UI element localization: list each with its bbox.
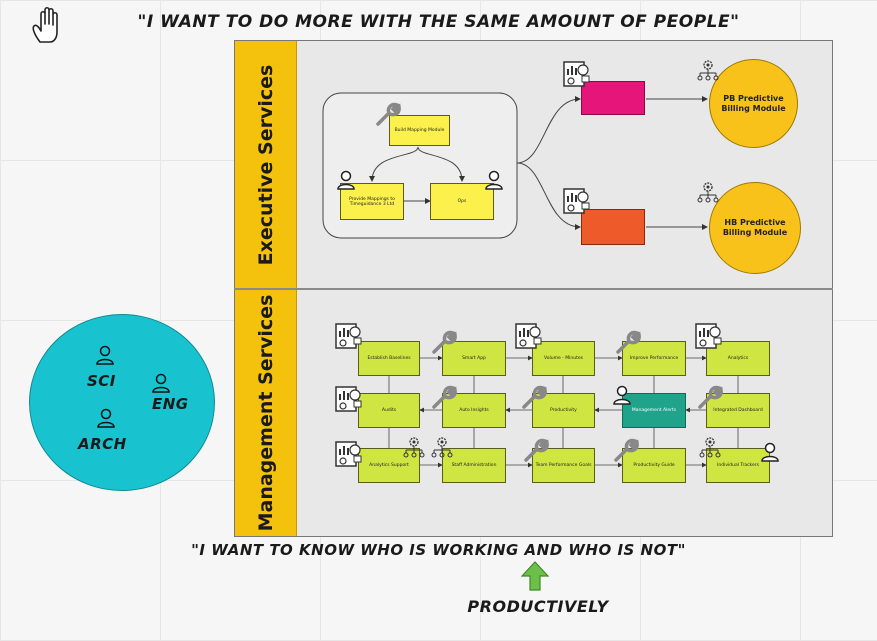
- build-mapping-module-box: Build Mapping Module: [389, 115, 450, 146]
- pb-predictive-billing-module: PB Predictive Billing Module: [709, 59, 798, 148]
- hand-cursor-icon: [32, 6, 58, 43]
- gear-network-icon: [699, 437, 721, 458]
- report-icon: [515, 323, 542, 349]
- wrench-icon: [614, 438, 639, 462]
- gear-network-icon: [697, 60, 719, 81]
- volume-minutes-box: Volume - Minutes: [532, 341, 595, 376]
- establish-baselines-box: Establish Baselines: [358, 341, 420, 376]
- wrench-icon: [432, 385, 457, 409]
- management-services-band: Management Services: [235, 290, 297, 536]
- executive-services-band: Executive Services: [235, 41, 297, 288]
- bottom-quote: "I WANT TO KNOW WHO IS WORKING AND WHO I…: [191, 541, 686, 559]
- report-icon: [335, 441, 362, 467]
- top-quote: "I WANT TO DO MORE WITH THE SAME AMOUNT …: [137, 12, 740, 32]
- section-divider: [234, 288, 833, 290]
- auto-insights-box: Auto Insights: [442, 393, 506, 428]
- person-icon: [97, 408, 115, 428]
- individual-trackers-box: Individual Trackers: [706, 448, 770, 483]
- person-icon: [337, 170, 355, 190]
- productivity-box: Productivity: [532, 393, 595, 428]
- productivity-guide-box: Productivity Guide: [622, 448, 686, 483]
- up-arrow-icon: [521, 561, 549, 591]
- gear-network-icon: [431, 437, 453, 458]
- ops-box: Ops: [430, 183, 494, 220]
- report-icon: [695, 323, 722, 349]
- person-icon: [761, 442, 779, 462]
- smart-app-box: Smart App: [442, 341, 506, 376]
- arch-label: ARCH: [78, 435, 127, 453]
- sci-label: SCI: [87, 372, 116, 390]
- hb-task-box: [581, 209, 645, 245]
- wrench-icon: [524, 438, 549, 462]
- report-icon: [563, 61, 590, 87]
- wrench-icon: [522, 385, 547, 409]
- analytics-box: Analytics: [706, 341, 770, 376]
- management-alerts-box: Management Alerts: [622, 393, 686, 428]
- report-icon: [335, 323, 362, 349]
- gear-network-icon: [697, 182, 719, 203]
- report-icon: [563, 188, 590, 214]
- hb-predictive-billing-module: HB Predictive Billing Module: [709, 182, 801, 274]
- eng-label: ENG: [152, 395, 189, 413]
- person-icon: [485, 170, 503, 190]
- wrench-icon: [432, 330, 457, 354]
- person-icon: [152, 373, 170, 393]
- wrench-icon: [698, 385, 723, 409]
- productively-label: PRODUCTIVELY: [467, 597, 609, 616]
- team-performance-goals-box: Team Performance Goals: [532, 448, 595, 483]
- gear-network-icon: [403, 437, 425, 458]
- audits-box: Audits: [358, 393, 420, 428]
- staff-administration-box: Staff Administration: [442, 448, 506, 483]
- improve-performance-box: Improve Performance: [622, 341, 686, 376]
- person-icon: [613, 385, 631, 405]
- pb-task-box: [581, 81, 645, 115]
- wrench-icon: [376, 102, 401, 126]
- person-icon: [96, 345, 114, 365]
- team-circle: SCI ENG ARCH: [29, 314, 215, 491]
- analytics-support-box: Analytics Support: [358, 448, 420, 483]
- wrench-icon: [616, 330, 641, 354]
- report-icon: [335, 386, 362, 412]
